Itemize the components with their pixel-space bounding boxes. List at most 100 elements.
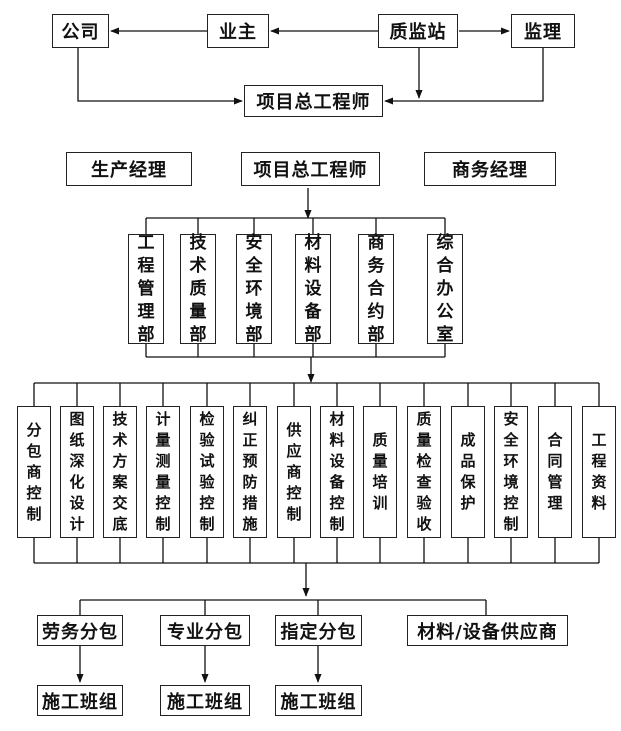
task-char: 应 — [286, 441, 302, 460]
task-char: 训 — [372, 494, 388, 512]
task-char: 制 — [155, 515, 171, 533]
department-char: 部 — [245, 324, 263, 345]
department-char: 公 — [436, 301, 454, 322]
task-char: 案 — [112, 473, 128, 491]
department-char: 部 — [137, 324, 155, 345]
task-char: 方 — [112, 452, 128, 470]
department-char: 质 — [189, 278, 207, 299]
department-char: 部 — [367, 324, 385, 345]
task-box: 工程资料 — [582, 406, 616, 538]
task-char: 纠 — [242, 410, 258, 428]
department-box: 技术质量部 — [180, 232, 216, 345]
task-char: 技 — [112, 410, 128, 428]
task-box: 计量测量控制 — [146, 406, 180, 538]
task-char: 料 — [591, 494, 607, 512]
task-box: 供应商控制 — [277, 406, 311, 538]
task-char: 同 — [547, 452, 563, 470]
task-char: 量 — [155, 431, 171, 449]
department-char: 商 — [367, 232, 385, 253]
task-char: 量 — [372, 452, 388, 470]
task-char: 正 — [242, 431, 258, 449]
department-char: 工 — [137, 232, 155, 253]
task-char: 护 — [460, 494, 476, 512]
task-char: 制 — [286, 504, 302, 523]
task-char: 预 — [242, 452, 258, 470]
task-char: 控 — [503, 494, 519, 512]
production-manager-box: 生产经理 — [66, 152, 192, 186]
task-char: 收 — [416, 515, 432, 533]
task-char: 化 — [69, 473, 85, 491]
quality-station-box: 质监站 — [378, 14, 458, 48]
task-char: 商 — [26, 462, 42, 481]
task-char: 深 — [69, 452, 85, 470]
task-char: 控 — [155, 494, 171, 512]
task-char: 测 — [155, 452, 171, 470]
department-char: 办 — [436, 278, 454, 299]
task-box: 质量检查验收 — [407, 406, 441, 538]
chief-engineer-box-top: 项目总工程师 — [244, 85, 383, 117]
task-char: 供 — [286, 420, 302, 439]
task-char: 控 — [286, 483, 302, 502]
task-box: 分包商控制 — [17, 406, 51, 538]
department-box: 商务合约部 — [358, 232, 394, 345]
department-char: 综 — [436, 232, 454, 253]
task-char: 商 — [286, 462, 302, 481]
department-char: 管 — [137, 278, 155, 299]
task-char: 量 — [416, 431, 432, 449]
department-char: 室 — [436, 324, 454, 345]
task-box: 检验试验控制 — [190, 406, 224, 538]
task-char: 品 — [460, 452, 476, 470]
construction-team-box-2: 施工班组 — [160, 685, 250, 716]
department-char: 安 — [245, 232, 263, 253]
task-char: 程 — [591, 452, 607, 470]
department-char: 环 — [245, 278, 263, 299]
task-char: 安 — [503, 410, 519, 428]
department-char: 术 — [189, 255, 207, 276]
task-char: 查 — [416, 473, 432, 491]
task-char: 工 — [591, 431, 607, 449]
task-char: 检 — [199, 410, 215, 428]
task-char: 包 — [26, 441, 42, 460]
department-char: 量 — [189, 301, 207, 322]
department-box: 综合办公室 — [427, 232, 463, 345]
department-char: 设 — [304, 278, 322, 299]
task-char: 保 — [460, 473, 476, 491]
task-char: 质 — [372, 431, 388, 449]
owner-box: 业主 — [207, 14, 269, 48]
task-char: 术 — [112, 431, 128, 449]
task-char: 全 — [503, 431, 519, 449]
task-char: 理 — [547, 494, 563, 512]
department-char: 约 — [367, 301, 385, 322]
construction-team-box-1: 施工班组 — [37, 685, 123, 716]
department-char: 技 — [189, 232, 207, 253]
department-char: 境 — [245, 301, 263, 322]
chief-engineer-box: 项目总工程师 — [241, 152, 380, 186]
task-char: 验 — [416, 494, 432, 512]
task-char: 图 — [69, 410, 85, 428]
task-char: 设 — [69, 494, 85, 512]
task-box: 安全环境控制 — [494, 406, 528, 538]
task-char: 培 — [372, 473, 388, 491]
arrow-company-to-engineer — [77, 48, 243, 105]
task-box: 图纸深化设计 — [60, 406, 94, 538]
task-char: 环 — [503, 452, 519, 470]
task-char: 制 — [503, 515, 519, 533]
supervisor-box: 监理 — [511, 14, 575, 48]
task-char: 检 — [416, 452, 432, 470]
task-char: 制 — [199, 515, 215, 533]
department-char: 全 — [245, 255, 263, 276]
task-char: 制 — [26, 504, 42, 523]
task-box: 技术方案交底 — [103, 406, 137, 538]
department-box: 材料设备部 — [295, 233, 331, 345]
task-char: 控 — [199, 494, 215, 512]
material-supplier-box: 材料/设备供应商 — [407, 615, 568, 646]
task-char: 制 — [329, 515, 345, 533]
department-char: 合 — [436, 255, 454, 276]
department-char: 备 — [304, 301, 322, 322]
department-char: 料 — [304, 255, 322, 276]
task-char: 验 — [199, 431, 215, 449]
task-box: 质量培训 — [363, 406, 397, 538]
task-char: 计 — [155, 410, 171, 428]
task-char: 试 — [199, 452, 215, 470]
